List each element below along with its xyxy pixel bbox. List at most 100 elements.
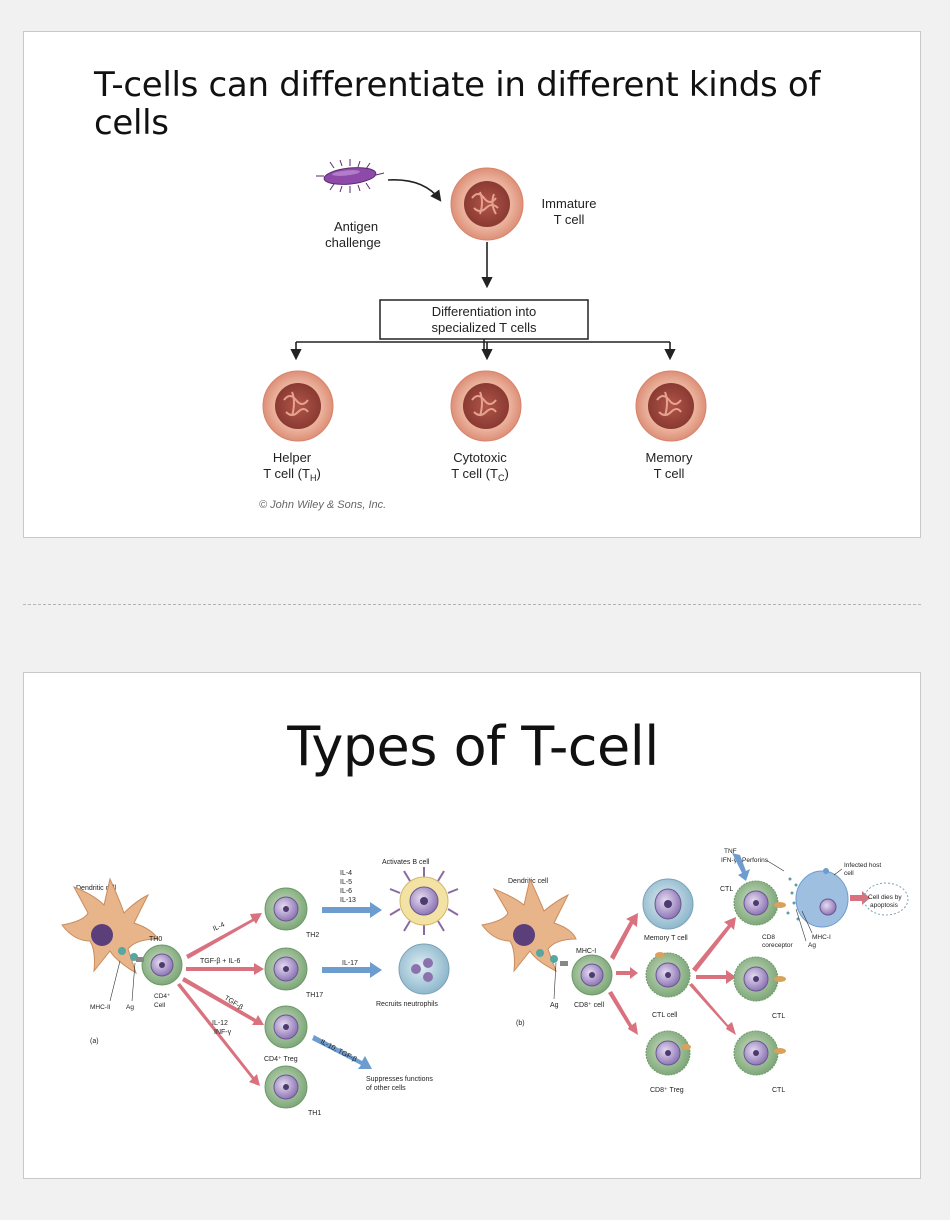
memory-label-line1: Memory (646, 450, 693, 465)
blue-arrows-a (312, 902, 382, 1069)
il10-label: IL-10, TGF-β (319, 1039, 358, 1064)
pink-arrows-a (177, 913, 264, 1086)
cd8-label: CD8⁺ cell (574, 1002, 605, 1009)
ctl-label-top: CTL (720, 886, 733, 893)
differentiation-diagram: Antigen challenge Immature T cell Differ… (259, 159, 707, 511)
il-list-1: IL-4 (340, 870, 352, 877)
treg-label: CD4⁺ Treg (264, 1056, 298, 1063)
ag-right-label: Ag (808, 942, 816, 949)
cd4-cell-th0 (141, 944, 183, 986)
slide-types: Types of T-cell Dendritic cell TH0 MHC-I… (23, 672, 921, 1179)
pink-arrows-b (608, 913, 638, 1035)
il12-label: IL-12 (212, 1020, 228, 1027)
mhc2-label: MHC-II (90, 1004, 111, 1011)
copyright-credit: © John Wiley & Sons, Inc. (259, 499, 386, 511)
memory-t-cell (635, 370, 707, 442)
immature-label-line2: T cell (554, 212, 585, 227)
th1-label: TH1 (308, 1110, 321, 1117)
ctl-label-mid: CTL (772, 1013, 785, 1020)
ctl-label-bottom: CTL (772, 1087, 785, 1094)
memory-t-cell-b (642, 878, 694, 930)
infected-label-line1: Infected host (844, 862, 881, 869)
pink-arrows-b2 (689, 917, 736, 1035)
il-list-4: IL-13 (340, 897, 356, 904)
dendritic-label-a: Dendritic cell (76, 885, 117, 892)
dendritic-label-b: Dendritic cell (508, 878, 549, 885)
antigen-label-line2: challenge (325, 235, 381, 250)
activates-b-label: Activates B cell (382, 859, 430, 866)
cytotoxic-label-line1: Cytotoxic (453, 450, 507, 465)
il4-label: IL-4 (212, 921, 226, 932)
panel-b-tag: (b) (516, 1020, 525, 1027)
suppresses-line1: Suppresses functions (366, 1076, 433, 1083)
memory-label-b: Memory T cell (644, 935, 688, 942)
dies-label-line1: Cell dies by (868, 894, 902, 901)
memory-label-line2: T cell (654, 466, 685, 481)
slide-differentiation: T-cells can differentiate in different k… (23, 31, 921, 538)
infg-label: INF-γ (214, 1029, 232, 1036)
dendritic-cell-a (61, 877, 159, 975)
cytotoxic-label-line2: T cell (TC) (451, 466, 509, 483)
helper-label-line1: Helper (273, 450, 312, 465)
cd8-treg-label: CD8⁺ Treg (650, 1087, 684, 1094)
il17-label: IL-17 (342, 960, 358, 967)
ctl-middle-cell (733, 956, 786, 1002)
ifn-label: IFN-γ (721, 857, 738, 864)
coreceptor-line1: CD8 (762, 934, 775, 941)
panel-b: Dendritic cell MHC-I Ag CD8⁺ cell (b) (481, 848, 909, 1094)
cd4-label-line2: Cell (154, 1002, 166, 1009)
ag-label-b: Ag (550, 1002, 559, 1009)
il-list-2: IL-5 (340, 879, 352, 886)
th2-label: TH2 (306, 932, 319, 939)
th0-label: TH0 (149, 936, 162, 943)
slide-divider (23, 604, 921, 605)
apoptotic-cell (863, 882, 909, 916)
dies-label-line2: apoptosis (870, 902, 899, 909)
ctl-cell-label: CTL cell (652, 1012, 678, 1019)
panel-a: Dendritic cell TH0 MHC-II Ag CD4⁺ Cell (… (61, 859, 459, 1117)
th2-cell (264, 887, 308, 931)
perforins-label: Perforins (742, 857, 769, 864)
ag-label-a: Ag (126, 1004, 134, 1011)
immature-t-cell (450, 167, 524, 241)
differentiation-box (379, 299, 589, 340)
dendritic-cell-b (481, 877, 577, 973)
slide-title: Types of T-cell (287, 715, 659, 778)
neutrophils-label: Recruits neutrophils (376, 1001, 438, 1008)
box-label-line2: specialized T cells (431, 320, 537, 335)
suppresses-line2: of other cells (366, 1085, 406, 1092)
t-cell-types-diagram: Dendritic cell TH0 MHC-II Ag CD4⁺ Cell (… (61, 848, 909, 1117)
immature-label-line1: Immature (542, 196, 597, 211)
antigen-label-line1: Antigen (334, 219, 378, 234)
cd8-cell (571, 954, 613, 996)
th1-cell (264, 1065, 308, 1109)
ctl-bottom-cell (733, 1030, 786, 1076)
ifn-arrow (732, 853, 750, 881)
antigen-bacterium-icon (316, 159, 385, 193)
coreceptor-line2: coreceptor (762, 942, 794, 949)
slide-title: T-cells can differentiate in different k… (94, 65, 821, 143)
mhc1-right-label: MHC-I (812, 934, 831, 941)
tnf-label: TNF (724, 848, 737, 855)
antigen-arrow (387, 179, 442, 202)
th17-cell (264, 947, 308, 991)
ctl-top-cell (733, 880, 786, 926)
cd4-treg-cell (264, 1005, 308, 1049)
ctl-cell-b (645, 952, 691, 998)
panel-a-tag: (a) (90, 1038, 99, 1045)
tgf-il6-label: TGF-β + IL-6 (200, 958, 241, 965)
cd4-label-line1: CD4⁺ (154, 993, 171, 1000)
neutrophil-cell (398, 943, 450, 995)
apoptosis-arrow (850, 891, 870, 905)
il-list-3: IL-6 (340, 888, 352, 895)
box-label-line1: Differentiation into (432, 304, 537, 319)
helper-t-cell (262, 370, 334, 442)
b-cell (389, 867, 459, 935)
cytotoxic-t-cell (450, 370, 522, 442)
mhc1-label-b: MHC-I (576, 948, 596, 955)
infected-label-line2: cell (844, 870, 854, 877)
th17-label: TH17 (306, 992, 323, 999)
helper-label-line2: T cell (TH) (263, 466, 321, 483)
infected-host-cell (795, 868, 849, 928)
cd8-treg-cell (645, 1030, 691, 1076)
